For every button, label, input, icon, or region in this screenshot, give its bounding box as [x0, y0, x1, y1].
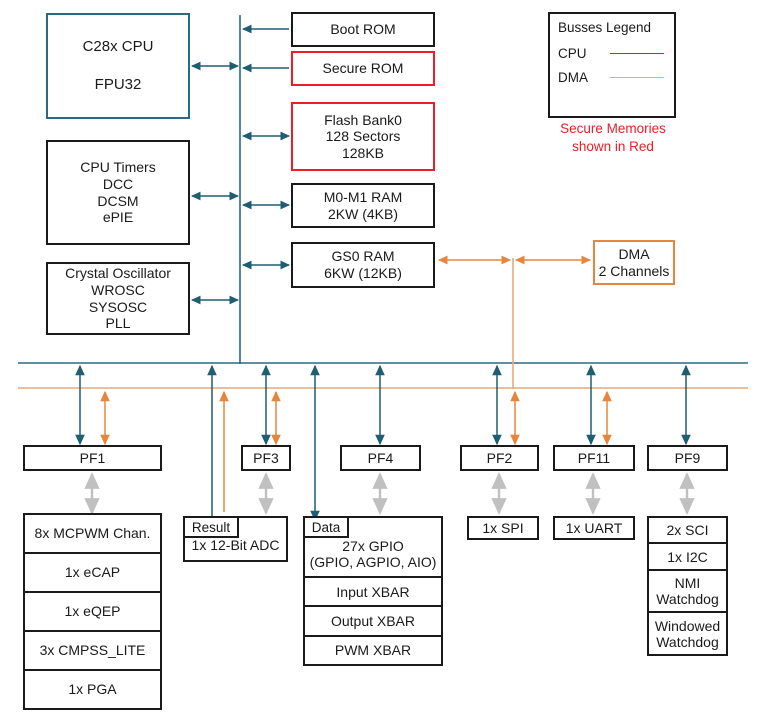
- nmi-line-1: NMI: [674, 575, 701, 592]
- pf9-label: PF9: [674, 449, 701, 466]
- legend-cpu-line-swatch: [610, 53, 664, 54]
- clocks-line-1: Crystal Oscillator: [65, 265, 171, 282]
- pf1-label: PF1: [79, 449, 106, 466]
- adc-label: 1x 12-Bit ADC: [191, 536, 280, 553]
- peripheral-eqep: 1x eQEP: [25, 593, 160, 632]
- adc-result-label: Result: [191, 519, 231, 535]
- secure-memories-note: Secure Memories shown in Red: [533, 120, 693, 155]
- dma-line-1: DMA: [618, 245, 650, 262]
- peripheral-nmi-watchdog: NMI Watchdog: [649, 571, 726, 614]
- gs0-line-1: GS0 RAM: [331, 248, 395, 265]
- cpu-timers-block: CPU Timers DCC DCSM ePIE: [46, 140, 190, 245]
- cmpss-label: 3x CMPSS_LITE: [39, 642, 146, 659]
- peripheral-windowed-watchdog: Windowed Watchdog: [649, 613, 726, 654]
- sci-watchdog-stack: 2x SCI 1x I2C NMI Watchdog Windowed Watc…: [647, 516, 728, 656]
- peripheral-frame-pf9: PF9: [647, 445, 728, 471]
- timers-line-2: DCC: [102, 175, 134, 192]
- clocks-line-4: PLL: [105, 315, 131, 332]
- peripheral-frame-pf2: PF2: [460, 445, 539, 471]
- legend-row-cpu: CPU: [558, 46, 674, 61]
- peripheral-input-xbar: Input XBAR: [305, 578, 441, 608]
- uart-label: 1x UART: [565, 519, 623, 536]
- pga-label: 1x PGA: [68, 681, 117, 698]
- clock-sources-block: Crystal Oscillator WROSC SYSOSC PLL: [46, 262, 190, 335]
- i2c-label: 1x I2C: [667, 548, 708, 565]
- spi-label: 1x SPI: [482, 519, 524, 536]
- peripheral-cmpss-lite: 3x CMPSS_LITE: [25, 632, 160, 671]
- legend-row-dma: DMA: [558, 70, 674, 85]
- gpio-line-1: 27x GPIO: [342, 537, 404, 554]
- output-xbar-label: Output XBAR: [330, 612, 416, 629]
- mcpwm-label: 8x MCPWM Chan.: [34, 525, 151, 542]
- secure-rom-label: Secure ROM: [322, 60, 404, 77]
- pwm-xbar-label: PWM XBAR: [334, 642, 412, 659]
- pf1-peripheral-stack: 8x MCPWM Chan. 1x eCAP 1x eQEP 3x CMPSS_…: [23, 513, 162, 710]
- cpu-line-1: C28x CPU: [82, 38, 154, 56]
- timers-line-1: CPU Timers: [80, 159, 156, 176]
- gpio-line-2: (GPIO, AGPIO, AIO): [309, 554, 437, 570]
- peripheral-frame-pf11: PF11: [553, 445, 635, 471]
- peripheral-mcpwm: 8x MCPWM Chan.: [25, 515, 160, 554]
- timers-line-4: ePIE: [102, 209, 134, 226]
- input-xbar-label: Input XBAR: [336, 583, 410, 600]
- flash-line-3: 128KB: [341, 144, 385, 161]
- wwd-line-1: Windowed: [654, 617, 721, 634]
- timers-line-3: DCSM: [97, 192, 139, 209]
- legend-cpu-label: CPU: [558, 46, 587, 61]
- adc-result-tag: Result: [183, 516, 239, 538]
- dma-line-2: 2 Channels: [598, 262, 670, 279]
- memory-block-flash-bank0: Flash Bank0 128 Sectors 128KB: [291, 102, 435, 171]
- peripheral-i2c: 1x I2C: [649, 544, 726, 571]
- gs0-line-2: 6KW (12KB): [324, 265, 402, 281]
- sci-label: 2x SCI: [666, 522, 709, 539]
- peripheral-uart: 1x UART: [553, 516, 635, 540]
- clocks-line-2: WROSC: [91, 281, 145, 298]
- eqep-label: 1x eQEP: [64, 603, 121, 620]
- pf3-label: PF3: [253, 449, 279, 466]
- pf2-label: PF2: [486, 449, 513, 466]
- peripheral-ecap: 1x eCAP: [25, 554, 160, 593]
- peripheral-spi: 1x SPI: [467, 516, 539, 540]
- clocks-line-3: SYSOSC: [88, 298, 148, 315]
- flash-line-1: Flash Bank0: [324, 111, 402, 128]
- peripheral-output-xbar: Output XBAR: [305, 607, 441, 637]
- peripheral-frame-pf3: PF3: [241, 445, 291, 471]
- peripheral-gpio: 27x GPIO (GPIO, AGPIO, AIO): [305, 518, 441, 578]
- flash-line-2: 128 Sectors: [325, 128, 401, 145]
- nmi-line-2: Watchdog: [656, 591, 719, 608]
- m0m1-line-2: 2KW (4KB): [327, 205, 398, 222]
- peripheral-frame-pf1: PF1: [23, 445, 162, 471]
- m0m1-line-1: M0-M1 RAM: [323, 188, 403, 205]
- gpio-xbar-stack: 27x GPIO (GPIO, AGPIO, AIO) Input XBAR O…: [303, 516, 443, 666]
- memory-block-gs0-ram: GS0 RAM 6KW (12KB): [291, 242, 435, 288]
- secure-note-line-2: shown in Red: [572, 138, 654, 154]
- pf11-label: PF11: [577, 449, 611, 466]
- legend-title: Busses Legend: [558, 20, 652, 35]
- peripheral-pga: 1x PGA: [25, 671, 160, 708]
- ecap-label: 1x eCAP: [64, 564, 121, 581]
- gpio-data-label: Data: [311, 519, 341, 535]
- legend-dma-line-swatch: [610, 77, 664, 78]
- memory-block-boot-rom: Boot ROM: [291, 12, 435, 47]
- peripheral-frame-pf4: PF4: [340, 445, 421, 471]
- peripheral-pwm-xbar: PWM XBAR: [305, 637, 441, 664]
- wwd-line-2: Watchdog: [656, 633, 719, 650]
- cpu-line-2: FPU32: [94, 76, 142, 93]
- busses-legend: Busses Legend CPU DMA: [548, 12, 676, 118]
- legend-dma-label: DMA: [558, 70, 588, 85]
- memory-block-secure-rom: Secure ROM: [291, 51, 435, 86]
- gpio-data-tag: Data: [303, 516, 349, 538]
- dma-block: DMA 2 Channels: [593, 240, 675, 285]
- memory-block-m0-m1-ram: M0-M1 RAM 2KW (4KB): [291, 183, 435, 228]
- secure-note-line-1: Secure Memories: [560, 121, 666, 136]
- pf4-label: PF4: [367, 449, 394, 466]
- boot-rom-label: Boot ROM: [330, 21, 396, 38]
- peripheral-sci: 2x SCI: [649, 518, 726, 545]
- c28x-cpu-block: C28x CPU FPU32: [46, 13, 190, 119]
